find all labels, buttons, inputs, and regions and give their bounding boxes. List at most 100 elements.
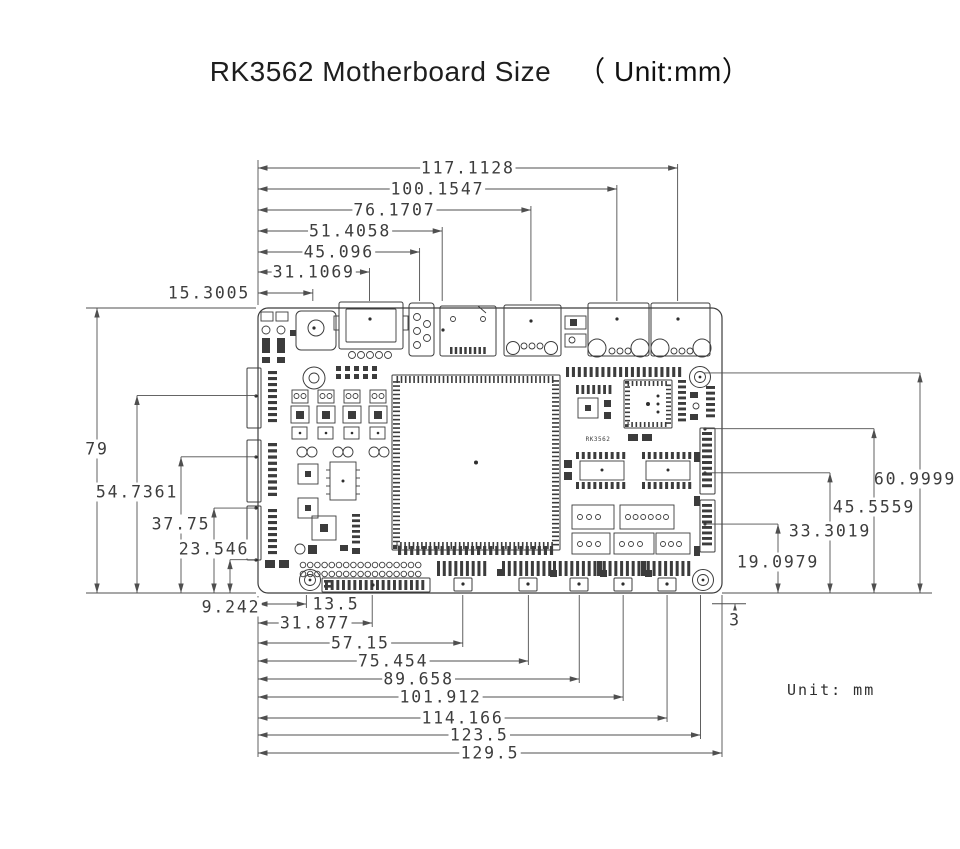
dim-arrow xyxy=(258,186,268,192)
component-pad xyxy=(666,367,670,377)
component-outline xyxy=(645,460,691,481)
component-outline xyxy=(317,426,334,440)
component-pad xyxy=(324,585,332,588)
component-pad xyxy=(553,561,557,576)
component-pad xyxy=(564,472,572,480)
component-circle xyxy=(413,313,421,321)
pcb-board: RK3562 xyxy=(246,301,723,594)
component-pad xyxy=(325,580,328,590)
dim-label: 31.877 xyxy=(280,614,350,633)
component-pad xyxy=(593,561,597,576)
component-pad xyxy=(428,546,432,555)
component-pad xyxy=(593,452,597,459)
component-pad xyxy=(262,338,270,353)
component-pad xyxy=(601,367,605,377)
component-pad xyxy=(268,521,277,525)
dim-arrow xyxy=(613,694,624,700)
component-circle xyxy=(293,393,300,399)
dim-label-bg xyxy=(872,469,958,489)
component-circle xyxy=(660,541,666,547)
component-outline xyxy=(321,577,431,593)
component-pad xyxy=(483,347,486,354)
dim-arrow xyxy=(258,269,268,275)
component-pad xyxy=(593,482,597,489)
dim-label-bg xyxy=(420,158,516,178)
component-circle xyxy=(686,347,694,355)
dim-label: 60.9999 xyxy=(874,470,956,489)
component-pad xyxy=(268,467,277,472)
component-pad xyxy=(324,580,332,583)
component-pad xyxy=(372,366,377,371)
component-pad xyxy=(363,366,368,371)
component-circle xyxy=(314,570,321,578)
dim-label: 45.096 xyxy=(304,243,374,262)
component-pad xyxy=(519,546,523,555)
component-pad xyxy=(702,472,712,476)
component-pad xyxy=(645,570,652,577)
component-pad xyxy=(576,482,580,489)
component-pad xyxy=(454,347,458,354)
video-connector xyxy=(333,301,409,359)
unit-note: Unit: mm xyxy=(787,681,876,699)
component-circle xyxy=(294,543,306,555)
component-outline xyxy=(311,515,337,541)
component-pad xyxy=(497,569,505,576)
component-outline xyxy=(564,333,587,348)
dim-arrow xyxy=(871,583,877,593)
component-pad xyxy=(646,561,650,576)
component-circle xyxy=(375,351,383,359)
component-pad xyxy=(374,411,382,419)
dim-label-bg xyxy=(356,651,430,671)
component-pad xyxy=(564,460,572,468)
dim-arrow xyxy=(359,269,370,275)
component-outline xyxy=(297,497,319,519)
component-pad xyxy=(678,407,686,411)
component-pad xyxy=(647,482,651,489)
dim-label-bg xyxy=(398,687,483,707)
component-pad xyxy=(676,452,680,459)
component-pad xyxy=(648,367,652,377)
component-outline xyxy=(275,311,289,322)
component-circle xyxy=(676,541,682,547)
component-pad xyxy=(706,391,715,395)
component-pad xyxy=(637,561,641,576)
dim-arrow xyxy=(410,249,420,255)
component-circle xyxy=(630,338,650,358)
component-circle xyxy=(414,570,422,578)
dim-label: 23.546 xyxy=(179,540,249,559)
component-outline xyxy=(587,302,650,357)
component-pad xyxy=(483,546,487,555)
component-pad xyxy=(672,367,676,377)
dim-arrow xyxy=(258,658,268,664)
dim-label: 75.454 xyxy=(358,652,428,671)
component-outline xyxy=(619,504,675,530)
component-pad xyxy=(363,374,368,379)
component-pad xyxy=(587,561,591,576)
component-circle xyxy=(378,561,386,569)
right-fpc-connectors xyxy=(694,386,716,556)
dim-label-bg xyxy=(389,179,486,199)
component-pad xyxy=(558,561,562,576)
dim-label-bg xyxy=(200,597,262,617)
component-circle xyxy=(393,561,400,569)
component-circle xyxy=(450,316,456,322)
component-pad xyxy=(675,561,679,576)
component-pad xyxy=(454,561,458,576)
dim-arrow xyxy=(211,508,217,518)
component-pad xyxy=(613,367,617,377)
component-pad xyxy=(694,546,700,556)
component-pad xyxy=(642,367,646,377)
component-outline xyxy=(333,315,340,331)
dim-arrow xyxy=(712,750,722,756)
center-mark xyxy=(701,578,705,582)
component-pad xyxy=(625,367,629,377)
component-pad xyxy=(642,482,646,489)
line xyxy=(477,305,487,314)
component-pad xyxy=(265,560,275,568)
component-pad xyxy=(354,366,359,371)
component-pad xyxy=(513,561,517,576)
component-pad xyxy=(268,371,277,375)
component-pad xyxy=(628,434,638,441)
component-pad xyxy=(352,519,360,523)
component-pad xyxy=(262,357,270,363)
